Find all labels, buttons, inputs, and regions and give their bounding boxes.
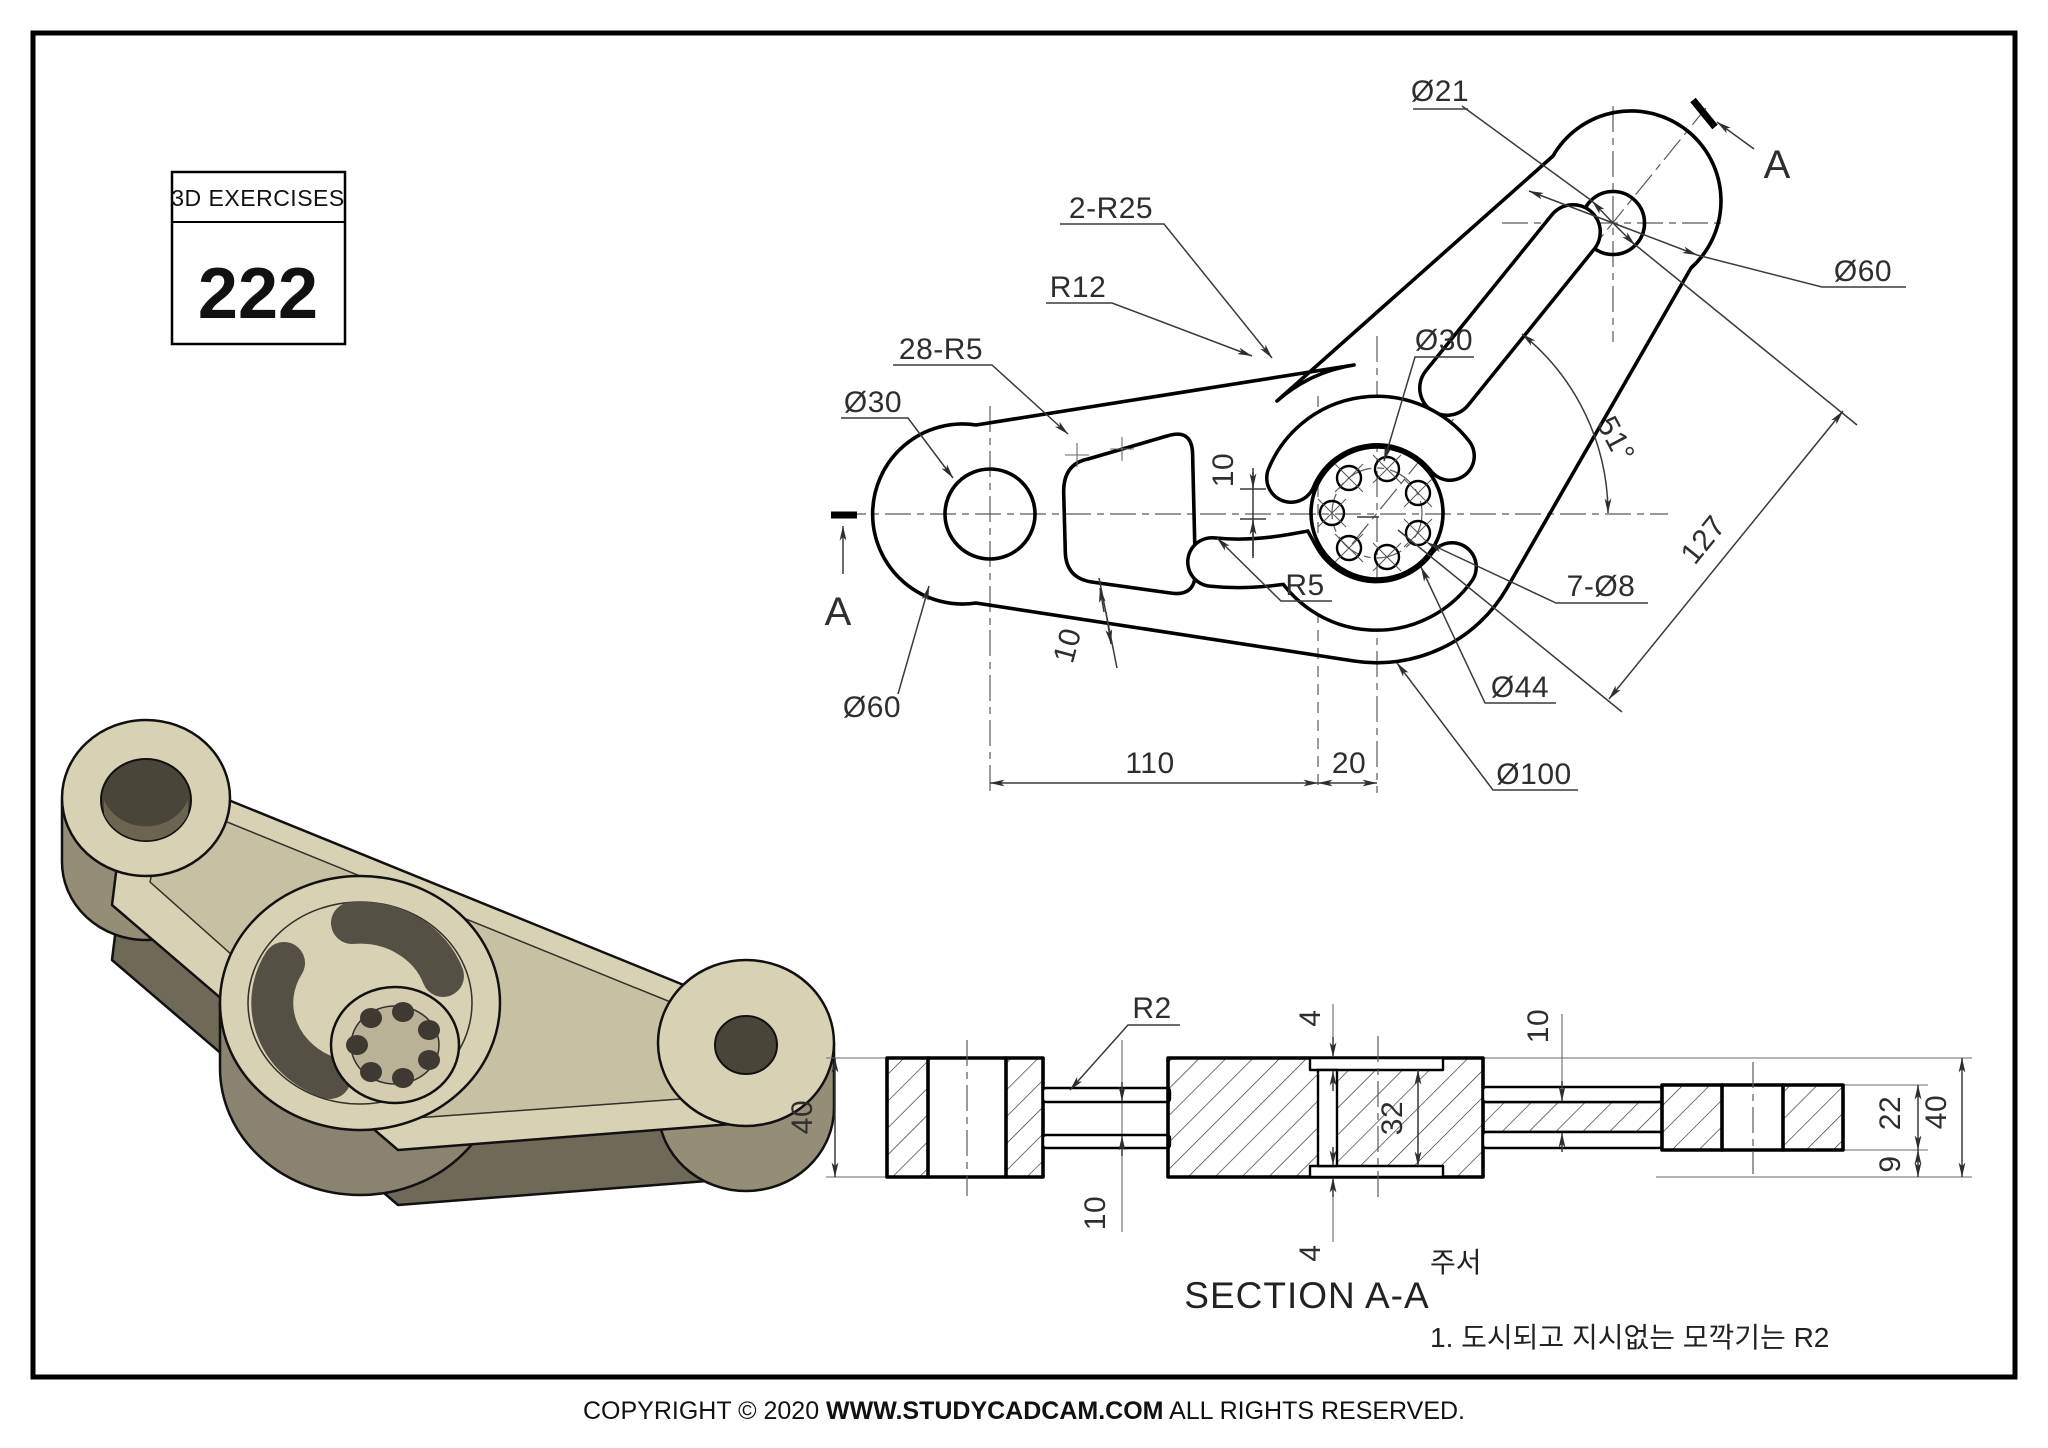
sec-right-web-hatch: [1483, 1102, 1662, 1132]
sec-centerlines: [966, 1036, 1754, 1200]
section-dim-lines: [831, 1024, 1966, 1197]
sec-hub-center-hole: [1316, 1068, 1339, 1168]
iso-hub-pocket-left: [251, 942, 351, 1099]
dim-110: 110: [1125, 747, 1174, 780]
sec-right-hole-edges: [1720, 1083, 1785, 1152]
section-letter-right: A: [1764, 143, 1791, 187]
dim-22: 22: [1874, 1096, 1907, 1130]
sec-left-rib-bottom: [1041, 1133, 1172, 1150]
dim-dia44: Ø44: [1491, 671, 1549, 704]
dim-dia100: Ø100: [1496, 758, 1571, 791]
iso-hole: [346, 1035, 368, 1055]
sec-left-rib-top: [1041, 1086, 1172, 1104]
dim-r2: R2: [1132, 992, 1171, 1025]
iso-hub-pocket-top: [331, 901, 464, 997]
iso-hole: [418, 1020, 440, 1040]
slot-hub-lower-inner: [1189, 533, 1475, 629]
dim-r5: R5: [1285, 569, 1324, 602]
sec-right-rib-top: [1481, 1085, 1664, 1104]
dim-4-top: 4: [1294, 1009, 1327, 1026]
iso-right-boss-hole: [714, 1015, 778, 1075]
dim-10-right: 10: [1522, 1009, 1555, 1043]
bore-left-dia30: [943, 467, 1037, 561]
sec-hub-cap-top: [1308, 1056, 1445, 1072]
cutout-left-arm: [1061, 432, 1198, 596]
dim-40-left: 40: [786, 1100, 819, 1134]
part-outline: [870, 109, 1723, 665]
dim-dia21: Ø21: [1411, 75, 1469, 108]
dim-32: 32: [1376, 1101, 1409, 1135]
dim-dia60-tr: Ø60: [1834, 255, 1892, 288]
section-tick-right: [1690, 97, 1718, 130]
dim-40-right: 40: [1920, 1095, 1953, 1129]
dim-dia30-left: Ø30: [844, 386, 902, 419]
iso-left-boss-hole: [100, 758, 192, 842]
dim-51deg: 51°: [1590, 411, 1641, 468]
dim-28r5: 28-R5: [899, 333, 983, 366]
dim-r12: R12: [1050, 271, 1107, 304]
dim-10-spoke: 10: [1207, 453, 1240, 487]
footer-prefix: COPYRIGHT © 2020: [583, 1397, 826, 1425]
sec-right-rib-bottom: [1481, 1130, 1664, 1150]
dim-4-bottom: 4: [1294, 1244, 1327, 1261]
sec-left-boss-outline: [885, 1056, 1045, 1179]
sheet-border: [30, 30, 2018, 1380]
notes: 주서 1. 도시되고 지시없는 모깍기는 R2: [1430, 1247, 1829, 1353]
title-block: 3D EXERCISES 222: [170, 170, 347, 346]
footer-copyright: COPYRIGHT © 2020 WWW.STUDYCADCAM.COM ALL…: [583, 1397, 1465, 1425]
iso-hole: [392, 1002, 414, 1022]
fillet-center-marks: [1065, 437, 1134, 467]
dim-dia60-bl: Ø60: [843, 691, 901, 724]
footer-site: WWW.STUDYCADCAM.COM: [826, 1397, 1163, 1425]
title-block-header: 3D EXERCISES: [171, 185, 344, 211]
note-item: 1. 도시되고 지시없는 모깍기는 R2: [1430, 1322, 1829, 1353]
slot-hub-upper-inner: [1268, 398, 1473, 501]
iso-hole: [360, 1062, 382, 1082]
dim-7dia8: 7-Ø8: [1567, 570, 1636, 603]
footer-suffix: ALL RIGHTS RESERVED.: [1164, 1397, 1466, 1425]
sec-left-hole-edges: [926, 1056, 1008, 1179]
slot-right-arm-inner: [1421, 206, 1599, 414]
iso-hole: [418, 1050, 440, 1070]
section-view: 40 R2 4 10 4 32 10 22 40 9 SECTION A-A: [786, 992, 1972, 1316]
dim-9: 9: [1874, 1155, 1907, 1172]
dim-10-arm: 10: [1047, 625, 1088, 667]
section-title: SECTION A-A: [1184, 1275, 1429, 1316]
plan-dim-lines: [839, 105, 1906, 791]
dim-dia30-hub: Ø30: [1415, 324, 1473, 357]
dim-127: 127: [1675, 510, 1733, 571]
dim-2r25: 2-R25: [1069, 192, 1153, 225]
section-letter-left: A: [825, 590, 852, 634]
iso-left-hole-wall: [104, 800, 188, 841]
dim-20: 20: [1332, 747, 1366, 780]
notes-heading: 주서: [1430, 1247, 1482, 1278]
plan-view: Ø21 A Ø60 2-R25 R12 28-R5 Ø30 Ø30 51° 12…: [825, 75, 1906, 793]
exercise-number: 222: [198, 254, 318, 334]
iso-hole: [392, 1068, 414, 1088]
sec-hub-cap-bottom: [1308, 1164, 1445, 1179]
dim-10-left: 10: [1079, 1196, 1112, 1230]
iso-3d-view: [60, 718, 836, 1207]
iso-hole: [360, 1008, 382, 1028]
hub-boss-dia44: [1309, 445, 1445, 581]
hole-pattern-7xdia8: [1318, 455, 1432, 571]
